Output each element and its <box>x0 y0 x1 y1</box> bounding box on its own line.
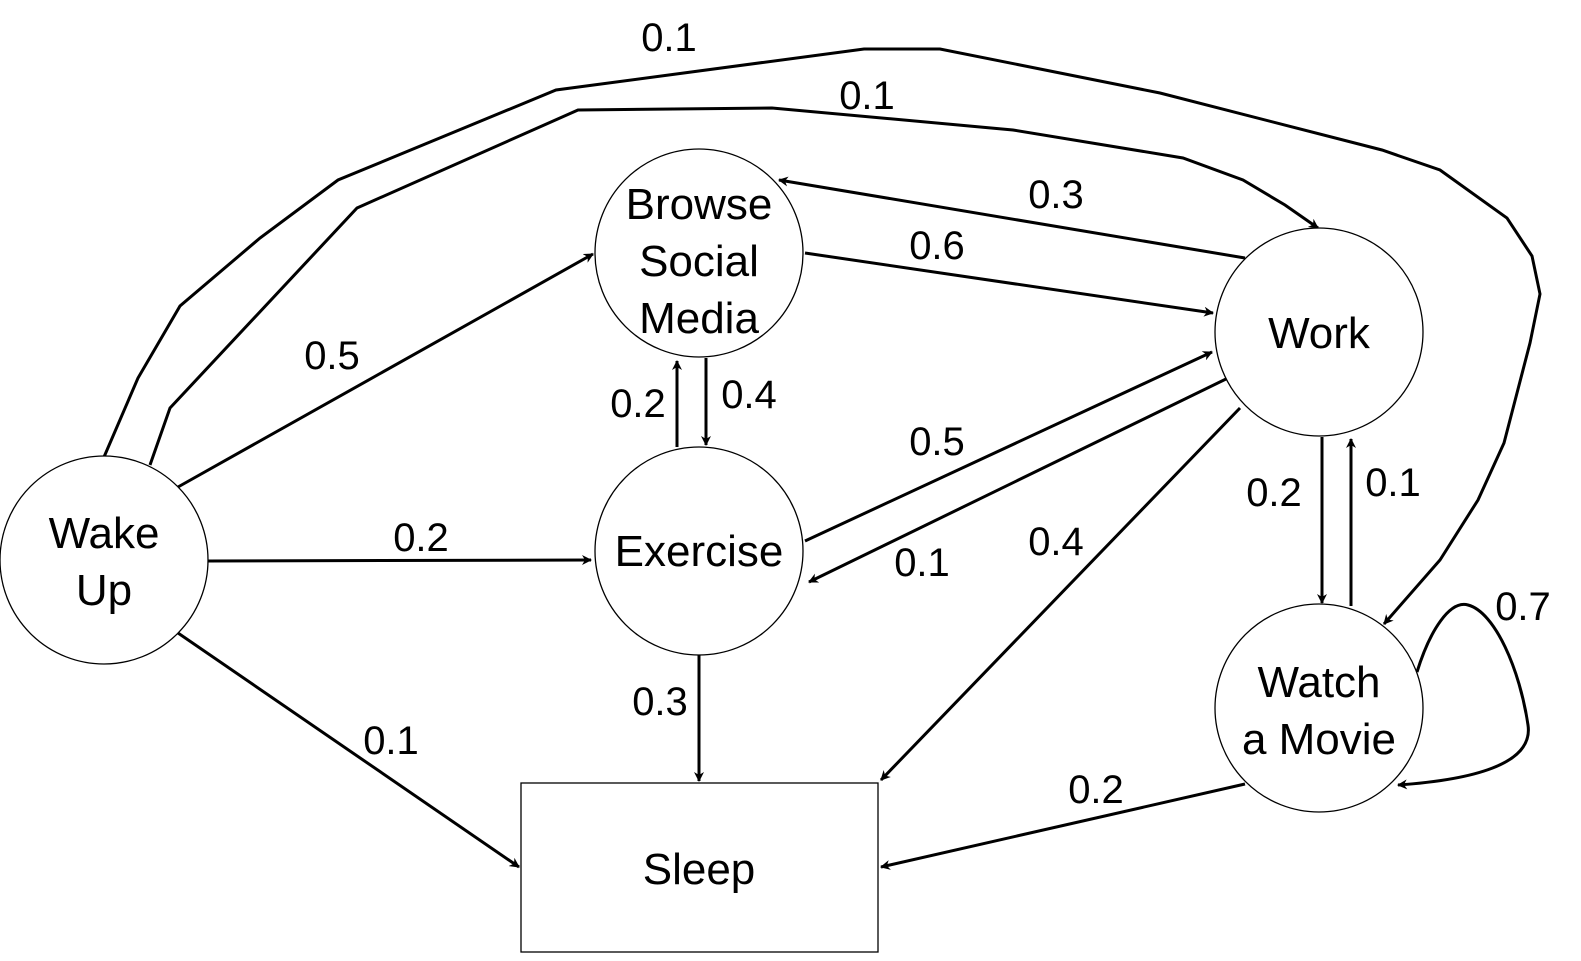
edge-label: 0.2 <box>393 516 449 560</box>
edge-wake-movie <box>102 47 1542 625</box>
edge-wake-browse <box>177 252 594 489</box>
edge-label: 0.1 <box>641 16 697 60</box>
node-label: a Movie <box>1242 715 1396 764</box>
edge-label: 0.1 <box>1365 461 1421 505</box>
edge-label: 0.1 <box>363 719 419 763</box>
edge-wake-work <box>148 106 1319 466</box>
node-label: Up <box>76 566 132 615</box>
node-label: Work <box>1268 309 1371 358</box>
edge-label: 0.1 <box>894 541 950 585</box>
node-label: Exercise <box>615 527 784 576</box>
edge-label: 0.7 <box>1495 585 1551 629</box>
node-label: Sleep <box>643 845 756 894</box>
edge-label: 0.6 <box>909 224 965 268</box>
node-watch-a-movie: Watch a Movie <box>1214 603 1424 813</box>
node-label: Watch <box>1257 658 1380 707</box>
edge-label: 0.4 <box>721 373 777 417</box>
edge-label: 0.3 <box>632 680 688 724</box>
edge-work-browse <box>778 176 1246 260</box>
node-label: Media <box>639 294 759 343</box>
node-browse-social-media: Browse Social Media <box>594 148 804 358</box>
edge-wake-exercise <box>207 555 592 566</box>
edge-label: 0.5 <box>304 334 360 378</box>
node-label: Wake <box>49 509 160 558</box>
node-label: Social <box>639 237 759 286</box>
edge-exercise-work <box>804 350 1213 543</box>
edge-label: 0.3 <box>1028 173 1084 217</box>
edge-movie-sleep <box>880 782 1246 870</box>
edge-wake-sleep <box>177 631 520 869</box>
edge-work-exercise <box>808 377 1227 584</box>
edge-work-sleep <box>879 406 1242 782</box>
node-work: Work <box>1214 227 1424 437</box>
edge-browse-work <box>804 251 1214 317</box>
node-sleep: Sleep <box>520 782 879 953</box>
edge-label: 0.1 <box>839 74 895 118</box>
node-wake-up: Wake Up <box>0 455 209 665</box>
node-exercise: Exercise <box>594 446 804 656</box>
edge-label: 0.2 <box>1068 768 1124 812</box>
edge-label: 0.5 <box>909 420 965 464</box>
edge-label: 0.2 <box>610 382 666 426</box>
node-label: Browse <box>626 180 773 229</box>
edge-label: 0.2 <box>1246 471 1302 515</box>
edge-movie-self <box>1397 603 1530 790</box>
edge-label: 0.4 <box>1028 520 1084 564</box>
